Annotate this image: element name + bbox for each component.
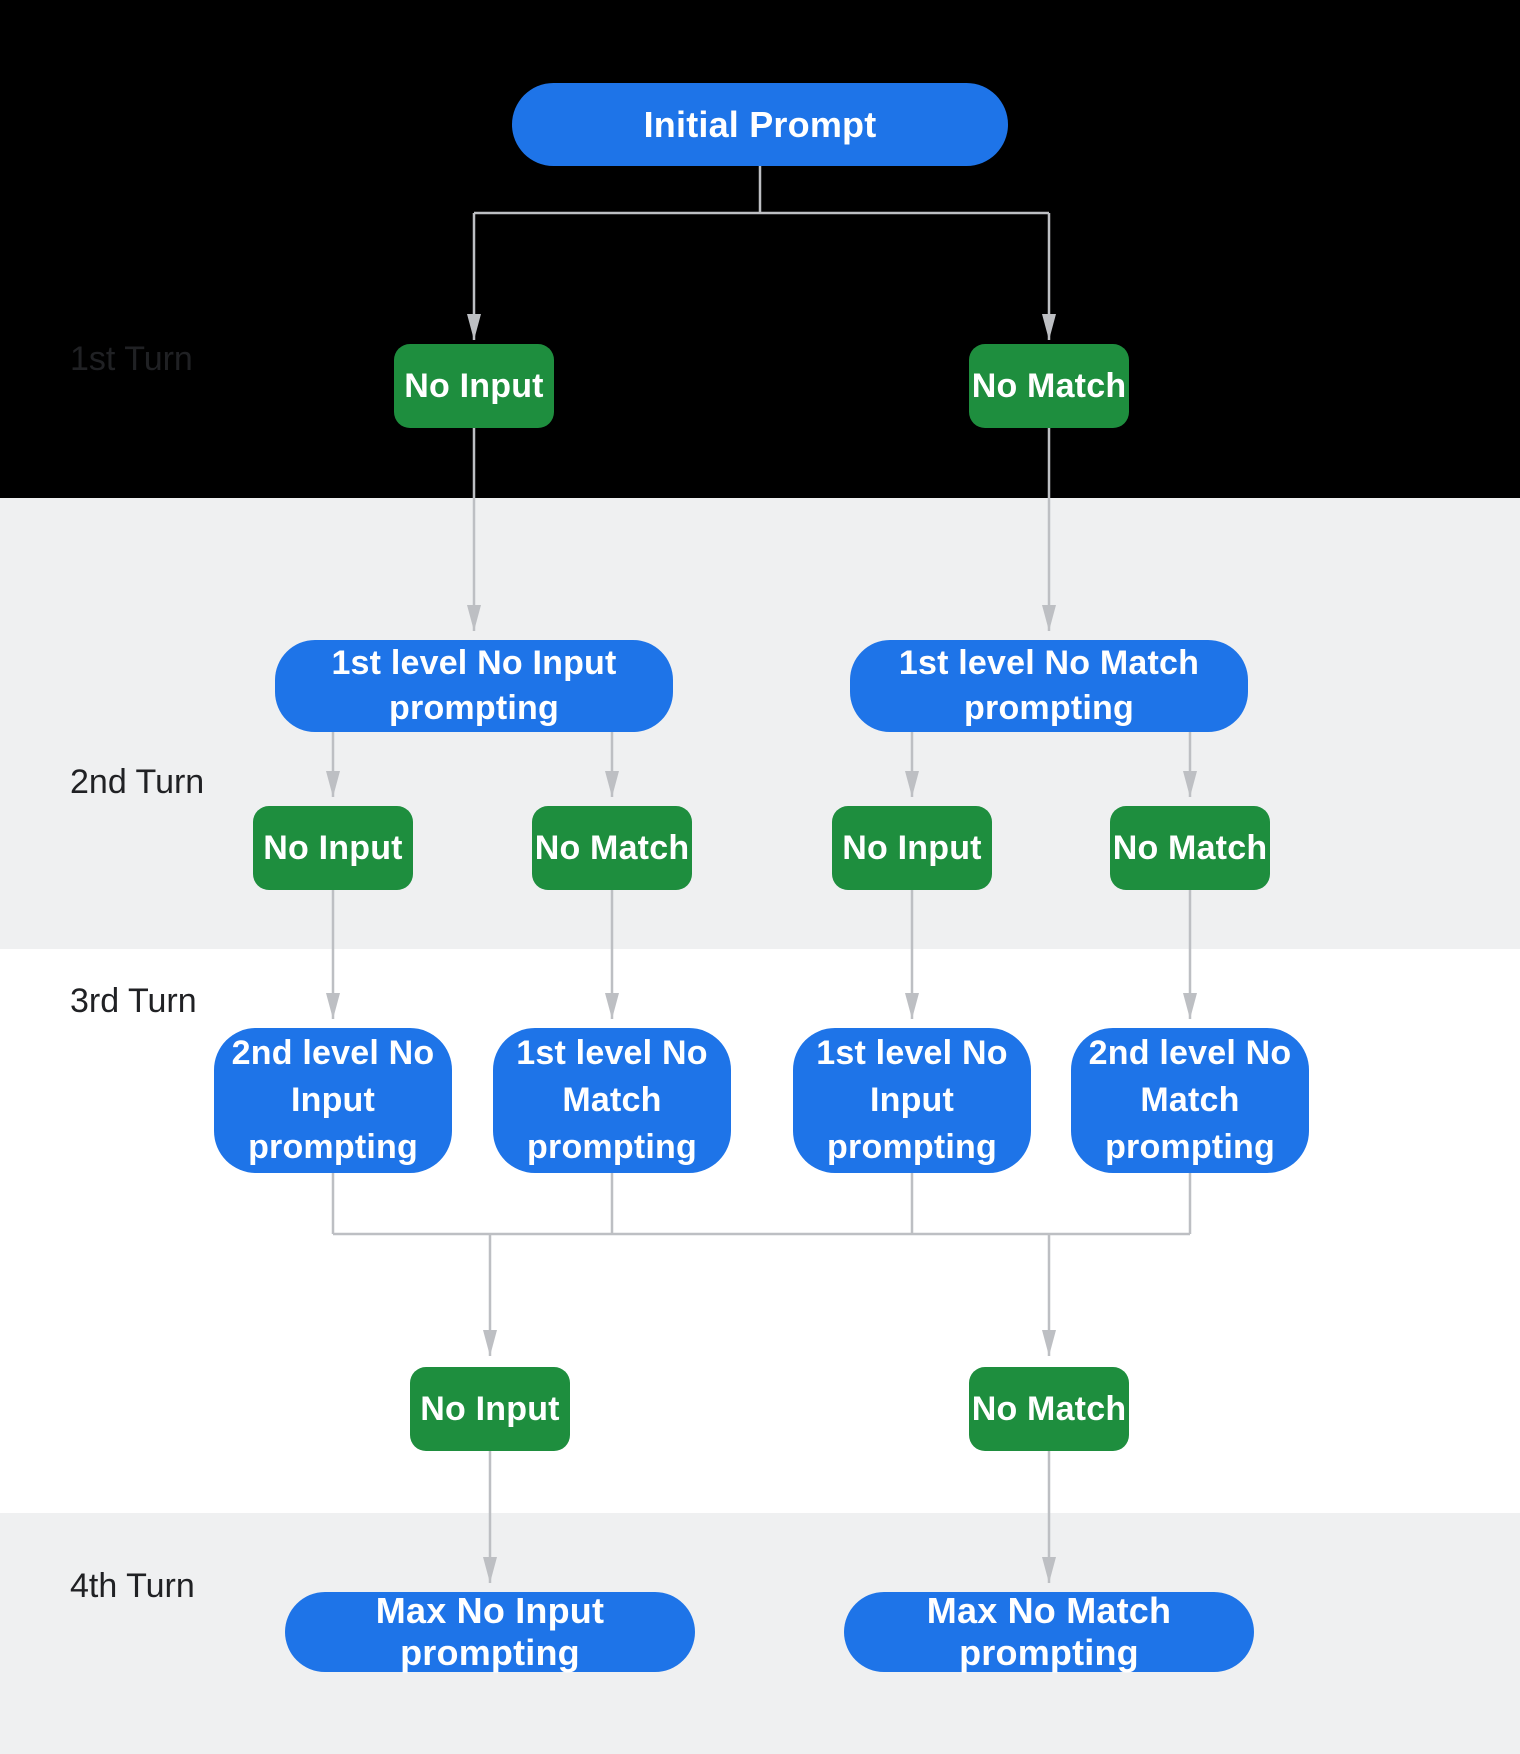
node-1st-level-no-match-prompting-3rd: 1st level No Match prompting [493, 1028, 731, 1173]
node-line: 2nd level No [231, 1034, 435, 1073]
node-turn2-no-match-left: No Match [532, 806, 692, 890]
node-1st-level-no-input-prompting: 1st level No Input prompting [275, 640, 673, 732]
node-turn2-no-match-right: No Match [1110, 806, 1270, 890]
node-line: prompting [248, 1127, 418, 1166]
turn1-label: 1st Turn [70, 340, 193, 378]
node-line: prompting [827, 1127, 997, 1166]
node-line: 1st level No Input [331, 644, 617, 683]
turn4-label: 4th Turn [70, 1567, 195, 1605]
node-turn2-no-input-left: No Input [253, 806, 413, 890]
node-line: Input [869, 1081, 955, 1120]
node-2nd-level-no-match-prompting: 2nd level No Match prompting [1071, 1028, 1309, 1173]
node-line: 1st level No Match [898, 644, 1200, 683]
node-turn3-no-match: No Match [969, 1367, 1129, 1451]
node-line: 2nd level No [1088, 1034, 1292, 1073]
node-turn1-no-match: No Match [969, 344, 1129, 428]
node-line: prompting [389, 689, 559, 727]
node-turn3-no-input: No Input [410, 1367, 570, 1451]
node-1st-level-no-input-prompting-3rd: 1st level No Input prompting [793, 1028, 1031, 1173]
node-initial-prompt: Initial Prompt [512, 83, 1008, 166]
node-line: prompting [1105, 1127, 1275, 1166]
turn2-label: 2nd Turn [70, 763, 205, 801]
node-max-no-input-prompting: Max No Input prompting [285, 1590, 695, 1673]
node-2nd-level-no-input-prompting: 2nd level No Input prompting [214, 1028, 452, 1173]
node-line: 1st level No [516, 1034, 708, 1073]
band-turn4 [0, 1513, 1520, 1754]
node-turn1-no-input: No Input [394, 344, 554, 428]
node-max-no-match-prompting: Max No Match prompting [844, 1590, 1254, 1673]
node-line: 1st level No [816, 1034, 1008, 1073]
node-line: prompting [964, 689, 1134, 727]
node-line: Input [290, 1081, 376, 1120]
node-line: Match [1140, 1081, 1240, 1120]
turn3-label: 3rd Turn [70, 982, 197, 1020]
node-1st-level-no-match-prompting: 1st level No Match prompting [850, 640, 1248, 732]
node-line: prompting [527, 1127, 697, 1166]
node-turn2-no-input-right: No Input [832, 806, 992, 890]
node-line: Match [562, 1081, 662, 1120]
